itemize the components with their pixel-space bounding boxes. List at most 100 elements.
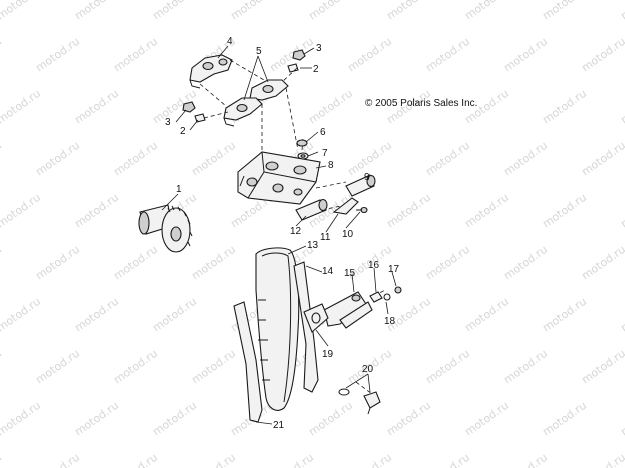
watermark-text: motod.ru [189, 139, 238, 179]
part-adjuster-screw-upper [287, 63, 299, 73]
watermark-text: motod.ru [0, 87, 43, 127]
callout-9: 9 [364, 172, 370, 183]
watermark-text: motod.ru [501, 139, 550, 179]
callout-16: 16 [368, 260, 380, 271]
part-timing-chain [255, 247, 300, 411]
watermark-text: motod.ru [0, 243, 4, 283]
part-adjuster-nut-upper [292, 49, 306, 61]
part-bolt-washer-20 [338, 388, 381, 415]
watermark-text: motod.ru [384, 399, 433, 439]
watermark-text: motod.ru [345, 451, 394, 468]
watermark-text: motod.ru [579, 35, 625, 75]
part-rocker-arm-upper [189, 54, 233, 89]
part-chain-guide [293, 261, 319, 393]
part-rocker-shaft-9 [345, 174, 376, 197]
watermark-text: motod.ru [0, 399, 43, 439]
watermark-text: motod.ru [0, 139, 4, 179]
leader-lines [161, 45, 397, 425]
watermark-text: motod.ru [189, 347, 238, 387]
watermark-text: motod.ru [423, 139, 472, 179]
watermark-text: motod.ru [462, 191, 511, 231]
part-tensioner-blade [233, 301, 263, 423]
callout-2-upper: 2 [313, 64, 319, 75]
watermark-text: motod.ru [462, 399, 511, 439]
copyright-text: © 2005 Polaris Sales Inc. [365, 98, 477, 109]
watermark-text: motod.ru [111, 139, 160, 179]
watermark-text: motod.ru [345, 139, 394, 179]
watermark-text: motod.ru [384, 295, 433, 335]
watermark-text: motod.ru [189, 243, 238, 283]
watermark-text: motod.ru [0, 0, 43, 22]
watermark-text: motod.ru [540, 0, 589, 22]
callout-18: 18 [384, 316, 396, 327]
part-tensioner-body [323, 291, 373, 329]
watermark-text: motod.ru [384, 0, 433, 22]
watermark-text: motod.ru [33, 451, 82, 468]
watermark-text: motod.ru [111, 35, 160, 75]
callout-8: 8 [328, 160, 334, 171]
part-rocker-support [237, 151, 321, 205]
watermark-text: motod.ru [111, 347, 160, 387]
watermark-text: motod.ru [306, 0, 355, 22]
watermark-text: motod.ru [72, 0, 121, 22]
part-rocker-shaft-12 [295, 198, 328, 221]
callout-labels: 1 2 2 3 3 4 5 6 7 8 9 10 11 12 13 14 15 … [165, 36, 400, 431]
part-adjuster-screw-lower [194, 113, 206, 123]
callout-20: 20 [362, 364, 374, 375]
watermark-text: motod.ru [345, 35, 394, 75]
callout-11: 11 [320, 232, 331, 243]
watermark-text: motod.ru [150, 295, 199, 335]
watermark-text: motod.ru [228, 0, 277, 22]
part-gasket [303, 303, 329, 333]
watermark-text: motod.ru [72, 191, 121, 231]
callout-14: 14 [322, 266, 334, 277]
part-retainer-bolt [356, 206, 368, 214]
callout-19: 19 [322, 349, 334, 360]
watermark-text: motod.ru [0, 191, 43, 231]
watermark-text: motod.ru [423, 35, 472, 75]
watermark-text: motod.ru [33, 139, 82, 179]
watermark-text: motod.ru [501, 451, 550, 468]
watermark-text: motod.ru [501, 347, 550, 387]
callout-7: 7 [322, 148, 328, 159]
watermark-text: motod.ru [579, 139, 625, 179]
callout-10: 10 [342, 229, 354, 240]
part-o-ring [383, 293, 391, 301]
callout-3-upper: 3 [316, 43, 322, 54]
watermark-text: motod.ru [384, 191, 433, 231]
part-retainer-plate [332, 197, 359, 215]
part-camshaft-sprocket [138, 204, 193, 253]
watermark-text: motod.ru [540, 399, 589, 439]
watermark-text: motod.ru [579, 347, 625, 387]
watermark-text: motod.ru [540, 87, 589, 127]
watermark-text: motod.ru [540, 295, 589, 335]
watermark-text: motod.ru [618, 191, 625, 231]
watermark-text: motod.ru [72, 295, 121, 335]
watermark-text: motod.ru [33, 243, 82, 283]
callout-21: 21 [273, 420, 285, 431]
part-rocker-arm-pair [223, 79, 289, 127]
watermark-text: motod.ru [618, 0, 625, 22]
part-sealing-plug [394, 286, 402, 294]
watermark-text: motod.ru [111, 243, 160, 283]
callout-4: 4 [227, 36, 233, 47]
watermark-text: motod.ru [618, 87, 625, 127]
watermark-text: motod.ru [0, 295, 43, 335]
watermark-text: motod.ru [0, 35, 4, 75]
callout-17: 17 [388, 264, 400, 275]
watermark-text: motod.ru [462, 295, 511, 335]
watermark-text: motod.ru [462, 0, 511, 22]
watermark-text: motod.ru [579, 451, 625, 468]
callout-13: 13 [307, 240, 319, 251]
watermark-text: motod.ru [0, 347, 4, 387]
watermark-text: motod.ru [618, 295, 625, 335]
watermark-text: motod.ru [501, 243, 550, 283]
watermark-text: motod.ru [150, 399, 199, 439]
watermark-text: motod.ru [33, 35, 82, 75]
part-washer-6 [296, 139, 308, 147]
callout-12: 12 [290, 226, 302, 237]
watermark-text: motod.ru [618, 399, 625, 439]
callout-15: 15 [344, 268, 356, 279]
